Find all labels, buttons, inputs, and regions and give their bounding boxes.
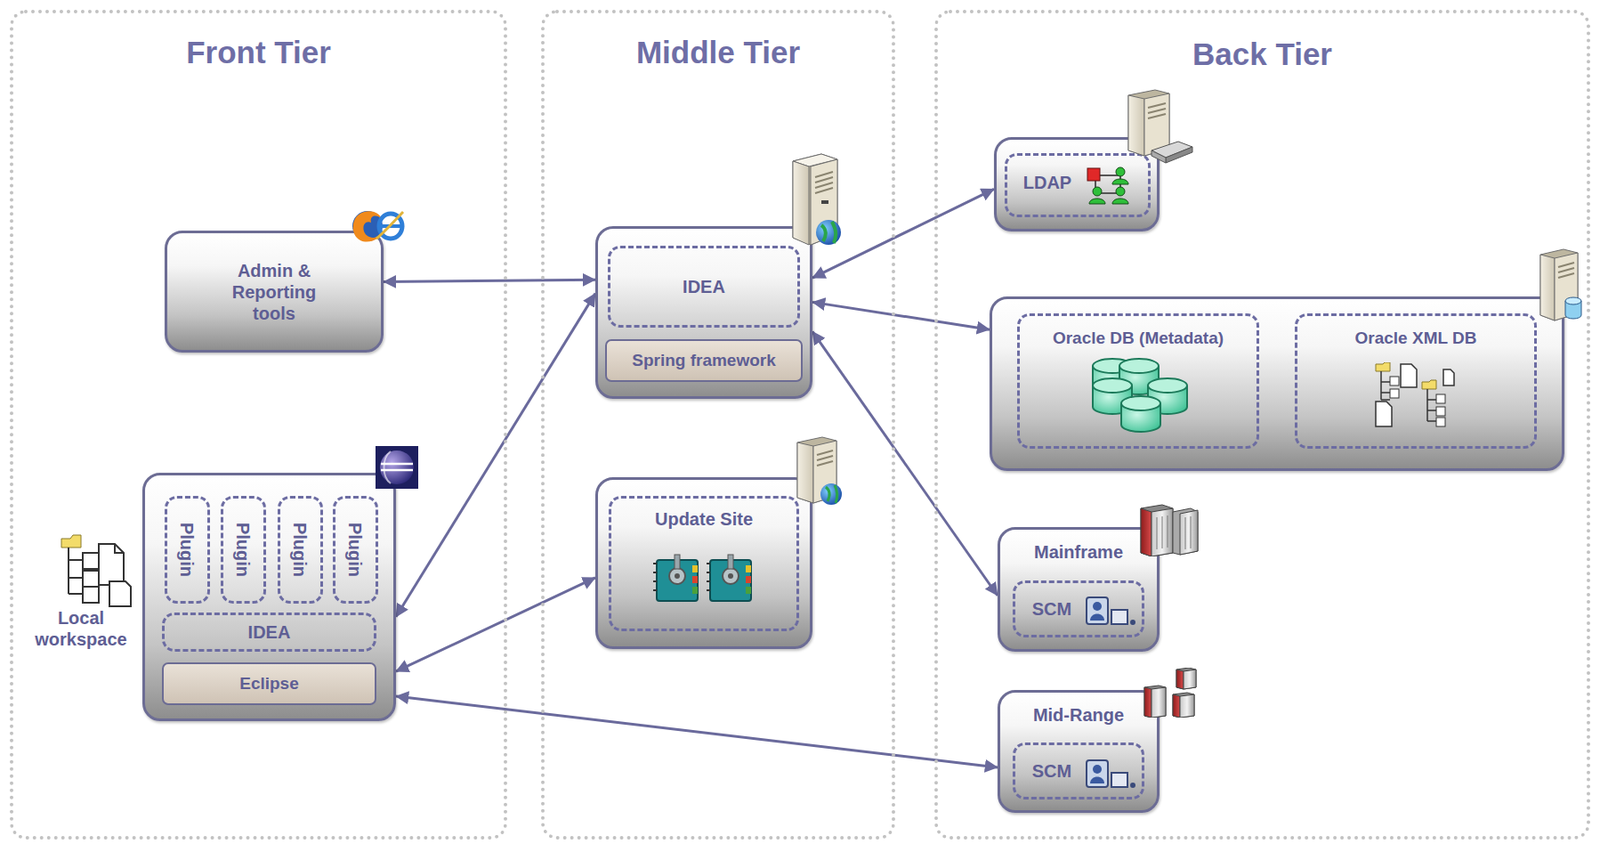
server-printer-icon — [1115, 86, 1196, 169]
text-holder: Admin & Reporting tools — [213, 233, 335, 350]
database-box: Oracle DB (Metadata) Oracle XML DB — [989, 296, 1565, 471]
free-label: Local workspace — [21, 606, 141, 650]
text-holder: IDEA — [164, 614, 374, 649]
server-icon — [788, 433, 846, 509]
tier-band: Front Tier Admin & Reporting tools Eclip… — [9, 9, 508, 840]
module-box: IDEA — [161, 612, 377, 652]
text-holder: SCM — [1018, 744, 1085, 797]
connector-arrow — [812, 188, 994, 278]
framework-strip: Eclipse — [161, 662, 377, 705]
box-label: Oracle DB (Metadata) — [1052, 328, 1224, 349]
box-label: Plugin — [233, 522, 255, 577]
midrange-servers-icon — [1140, 667, 1204, 718]
directory-people-icon — [1084, 166, 1133, 208]
tier-band: Middle Tier Spring framework IDEA Update … — [541, 9, 896, 840]
directory-box: LDAP — [993, 137, 1160, 232]
server-box: Update Site — [595, 476, 813, 649]
text-holder: Oracle XML DB — [1297, 323, 1535, 354]
scm-icon — [1084, 595, 1139, 626]
box-label: Spring framework — [631, 350, 776, 372]
text-holder: Oracle DB (Metadata) — [1019, 323, 1257, 354]
box-label: Plugin — [177, 522, 199, 577]
browser-icons — [349, 206, 407, 246]
database-region: Oracle DB (Metadata) — [1017, 313, 1260, 449]
box-label: Admin & Reporting tools — [213, 259, 335, 324]
box-label: Oracle XML DB — [1355, 328, 1478, 349]
box-label: SCM — [1032, 759, 1072, 782]
client-box: Admin & Reporting tools — [164, 230, 384, 353]
workspace-tree-icon — [57, 531, 133, 608]
plugin-books-icon — [653, 552, 759, 605]
connector-arrow — [395, 695, 998, 768]
box-label: SCM — [1032, 597, 1072, 620]
box-label: Plugin — [290, 522, 312, 577]
box-label: Mainframe — [1034, 541, 1124, 563]
text-holder: Back Tier — [937, 31, 1587, 78]
scm-box: SCM — [1012, 742, 1145, 800]
host-box: Mid-Range SCM — [997, 689, 1160, 813]
database-server-icon — [1533, 245, 1587, 326]
text-holder: SCM — [1018, 582, 1085, 635]
server-icon — [782, 150, 847, 252]
text-holder: Update Site — [610, 502, 798, 535]
host-box: Mainframe SCM — [997, 526, 1160, 652]
scm-icon — [1084, 758, 1139, 789]
plugin-box: Plugin — [164, 495, 211, 604]
text-holder: Front Tier — [13, 29, 504, 76]
eclipse-icon — [374, 444, 420, 490]
text-holder: Plugin — [335, 498, 376, 601]
text-holder: Middle Tier — [544, 29, 892, 76]
plugin-box: Plugin — [332, 495, 379, 604]
text-holder: Plugin — [223, 498, 264, 601]
server-box: Spring framework IDEA — [595, 226, 813, 399]
framework-strip: Spring framework — [605, 339, 803, 382]
mainframe-icon — [1135, 502, 1202, 557]
box-label: Plugin — [345, 522, 367, 577]
text-holder: Plugin — [167, 498, 208, 601]
tier-band: Back Tier LDAP Oracle DB (Metadata) Orac… — [934, 9, 1591, 840]
text-holder: LDAP — [1012, 157, 1083, 208]
plugin-box: Plugin — [220, 495, 267, 604]
database-region: Oracle XML DB — [1294, 313, 1537, 449]
text-holder: Mainframe — [1000, 533, 1157, 571]
tier-title: Middle Tier — [636, 33, 800, 72]
text-holder: Mid-Range — [1000, 695, 1157, 734]
connector-arrow — [383, 279, 596, 282]
xml-documents-icon — [1373, 362, 1456, 430]
eclipse-client-box: Eclipse Plugin Plugin Plugin PluginIDEA — [142, 472, 396, 721]
scm-box: SCM — [1012, 580, 1145, 638]
box-label: IDEA — [248, 621, 291, 643]
database-cylinders-icon — [1090, 356, 1191, 436]
text-holder: Local workspace — [21, 605, 141, 652]
connector-arrow — [812, 331, 998, 596]
connector-arrow — [395, 293, 596, 617]
connector-arrow — [812, 301, 990, 330]
tier-title: Front Tier — [185, 33, 332, 72]
module-box: IDEA — [607, 245, 800, 328]
box-label: IDEA — [682, 275, 726, 298]
text-holder: Plugin — [280, 498, 321, 601]
box-label: Update Site — [654, 508, 753, 530]
box-label: Mid-Range — [1033, 703, 1124, 726]
box-label: LDAP — [1023, 171, 1072, 194]
connector-arrow — [395, 577, 596, 671]
text-holder: IDEA — [610, 248, 798, 325]
plugin-box: Plugin — [277, 495, 324, 604]
box-label: Eclipse — [239, 673, 299, 695]
tier-title: Back Tier — [1192, 35, 1333, 73]
